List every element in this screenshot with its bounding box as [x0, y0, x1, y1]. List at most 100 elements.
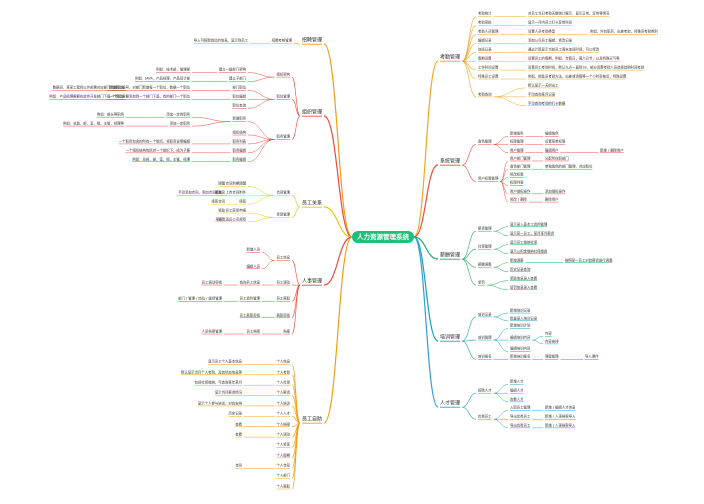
- map-node[interactable]: 显示个人参与培训，对应安排: [197, 401, 242, 406]
- map-node[interactable]: 新增职位编号，对部门新增每一个职位，数据一个职位: [108, 85, 190, 90]
- map-node[interactable]: 员工离职审批: [239, 312, 260, 317]
- map-node[interactable]: 组织架构: [276, 72, 290, 77]
- map-node[interactable]: 显示录入基本工资的管理: [510, 221, 548, 226]
- map-node[interactable]: 导出优秀员工: [510, 414, 531, 419]
- map-node[interactable]: 新增 / 删除用户: [600, 147, 624, 152]
- map-node[interactable]: 内容: [545, 331, 552, 336]
- map-node[interactable]: 个人社保: [276, 380, 290, 385]
- map-node[interactable]: 例如，外包职员，出差考勤，特殊员考勤类别: [590, 29, 658, 34]
- map-node[interactable]: 编辑人才: [510, 388, 524, 393]
- map-node[interactable]: 显示某一员工，某月某月薪资: [510, 230, 555, 235]
- map-node[interactable]: 职务管理: [276, 134, 290, 139]
- map-node[interactable]: 个人培训: [276, 401, 290, 406]
- map-node[interactable]: 离职审批: [276, 312, 290, 317]
- map-node[interactable]: 职位编辑: [232, 94, 246, 99]
- map-node[interactable]: 考勤审批: [478, 20, 492, 25]
- map-node[interactable]: 导入课件: [585, 354, 599, 359]
- map-node[interactable]: 新增人才: [510, 379, 524, 384]
- map-node[interactable]: 职位查询: [232, 103, 246, 108]
- map-node[interactable]: 通过计算显示当前员工周末加班时间，可以修改: [528, 47, 600, 52]
- map-node[interactable]: 查看: [235, 432, 242, 437]
- map-node[interactable]: 默认显示当月个人考勤，及其状态信息等: [180, 369, 242, 374]
- map-node[interactable]: 角色管理: [478, 139, 492, 144]
- map-node[interactable]: 员工档案: [246, 329, 260, 334]
- map-node[interactable]: 设置人员考勤类型: [528, 29, 556, 34]
- branch-xt[interactable]: 系统管理: [440, 158, 461, 165]
- map-node[interactable]: 查看: [235, 421, 242, 426]
- map-node[interactable]: 员工离职: [276, 296, 290, 301]
- map-node[interactable]: 手动查询某月记录: [528, 91, 556, 96]
- map-node[interactable]: 修改 / 删除: [510, 197, 527, 202]
- map-node[interactable]: 新增调薪: [510, 257, 524, 262]
- map-node[interactable]: 显示员工缴纳社保: [510, 239, 538, 244]
- map-node[interactable]: 员工信息: [276, 255, 290, 260]
- map-node[interactable]: 档案: [283, 329, 290, 334]
- map-node[interactable]: 个人调动: [276, 432, 290, 437]
- map-node[interactable]: 培训报名: [478, 354, 492, 359]
- map-node[interactable]: 建立子部门: [229, 76, 246, 81]
- map-node[interactable]: 添加一定职务: [169, 121, 190, 126]
- map-node[interactable]: 个人人才: [276, 411, 290, 416]
- map-node[interactable]: 续签: [239, 199, 246, 204]
- map-node[interactable]: 新增 / 编辑人才信息: [545, 405, 576, 410]
- map-node[interactable]: 一个组织结构包括对一个组织下，成为子集: [125, 147, 190, 152]
- map-node[interactable]: 优秀员工: [478, 414, 492, 419]
- branch-rc[interactable]: 人才管理: [440, 400, 461, 407]
- map-node[interactable]: 假期设置: [478, 56, 492, 61]
- map-node[interactable]: 添加一定的职务: [166, 112, 190, 117]
- map-node[interactable]: 合同管理: [276, 190, 290, 195]
- map-node[interactable]: 个人信息: [276, 359, 290, 364]
- map-node[interactable]: 新合同: [214, 190, 225, 195]
- map-node[interactable]: 薪酬调整: [478, 262, 492, 267]
- map-node[interactable]: 查询员工信息: [239, 280, 260, 285]
- map-node[interactable]: 社保管理: [478, 244, 492, 249]
- map-node[interactable]: 按照某一员工对其薪资进行调整: [565, 257, 613, 262]
- root-node[interactable]: 人力资源管理系统: [352, 231, 414, 243]
- map-node[interactable]: 对员工当日考勤天数统计展示，显示正常、异常等情况: [528, 11, 610, 16]
- map-node[interactable]: 课程管理: [545, 354, 559, 359]
- map-node[interactable]: 考勤查询: [478, 91, 492, 96]
- map-node[interactable]: 个人考勤: [276, 369, 290, 374]
- map-node[interactable]: 权限列表: [510, 180, 524, 185]
- branch-zz[interactable]: 组织管理: [301, 109, 322, 116]
- map-node[interactable]: 权限管理: [510, 139, 524, 144]
- branch-px[interactable]: 培训管理: [440, 334, 461, 341]
- map-node[interactable]: 包括社保缴纳，可查询某年某月: [194, 380, 242, 385]
- map-node[interactable]: 一个职位需要添加到一个部门下面，有的部门一个职位: [108, 94, 190, 99]
- map-node[interactable]: 新增培训记录: [510, 308, 531, 313]
- map-node[interactable]: 设置菜单权限: [545, 139, 566, 144]
- map-node[interactable]: 新增人员: [246, 247, 260, 252]
- map-node[interactable]: 个人合同: [276, 463, 290, 468]
- map-node[interactable]: 个人奖惩: [276, 442, 290, 447]
- map-node[interactable]: 编辑记录: [478, 38, 492, 43]
- map-node[interactable]: 例如：总部，部，室，组，主管，经理: [132, 156, 190, 161]
- map-node[interactable]: 个人部门: [276, 473, 290, 478]
- map-node[interactable]: 部门职位: [232, 85, 246, 90]
- map-node[interactable]: 添加公司员工编辑，修改记录: [528, 38, 573, 43]
- map-node[interactable]: 特殊员工设置: [478, 74, 499, 79]
- map-node[interactable]: 编辑用户: [545, 147, 559, 152]
- map-node[interactable]: 奖惩管理: [276, 212, 290, 217]
- map-node[interactable]: 新增 / 人事档案导入: [545, 422, 576, 427]
- map-node[interactable]: 添加授权操作: [545, 188, 566, 193]
- map-node[interactable]: 手动查询考勤的打卡数据: [528, 100, 566, 105]
- map-node[interactable]: 新增培训计划: [510, 323, 531, 328]
- map-node[interactable]: 删除用户: [545, 197, 559, 202]
- map-node[interactable]: 奖罚: [478, 280, 485, 285]
- map-node[interactable]: 入职员工管理: [510, 405, 531, 410]
- map-node[interactable]: 历史记录: [228, 411, 242, 416]
- map-node[interactable]: 分配所在职部门: [545, 156, 569, 161]
- map-node[interactable]: 人员档案管理: [201, 329, 222, 334]
- map-node[interactable]: 个人档案: [276, 421, 290, 426]
- map-node[interactable]: 合同: [235, 463, 242, 468]
- map-node[interactable]: 显示当月薪资情况: [214, 390, 242, 395]
- map-node[interactable]: 员工调动审批: [201, 280, 222, 285]
- map-node[interactable]: 编辑人员: [246, 263, 260, 268]
- map-node[interactable]: 考勤统计: [478, 11, 492, 16]
- branch-rs[interactable]: 人事管理: [301, 278, 322, 285]
- map-node[interactable]: 合同到期提醒: [225, 181, 246, 186]
- map-node[interactable]: 惩罚信息录入查看: [510, 284, 538, 289]
- map-node[interactable]: 员工获奖申报: [225, 208, 246, 213]
- map-node[interactable]: 一个职务包含的所有一个组织，将职务说明编辑: [118, 139, 190, 144]
- map-node[interactable]: 建立一级部门架构: [218, 67, 246, 72]
